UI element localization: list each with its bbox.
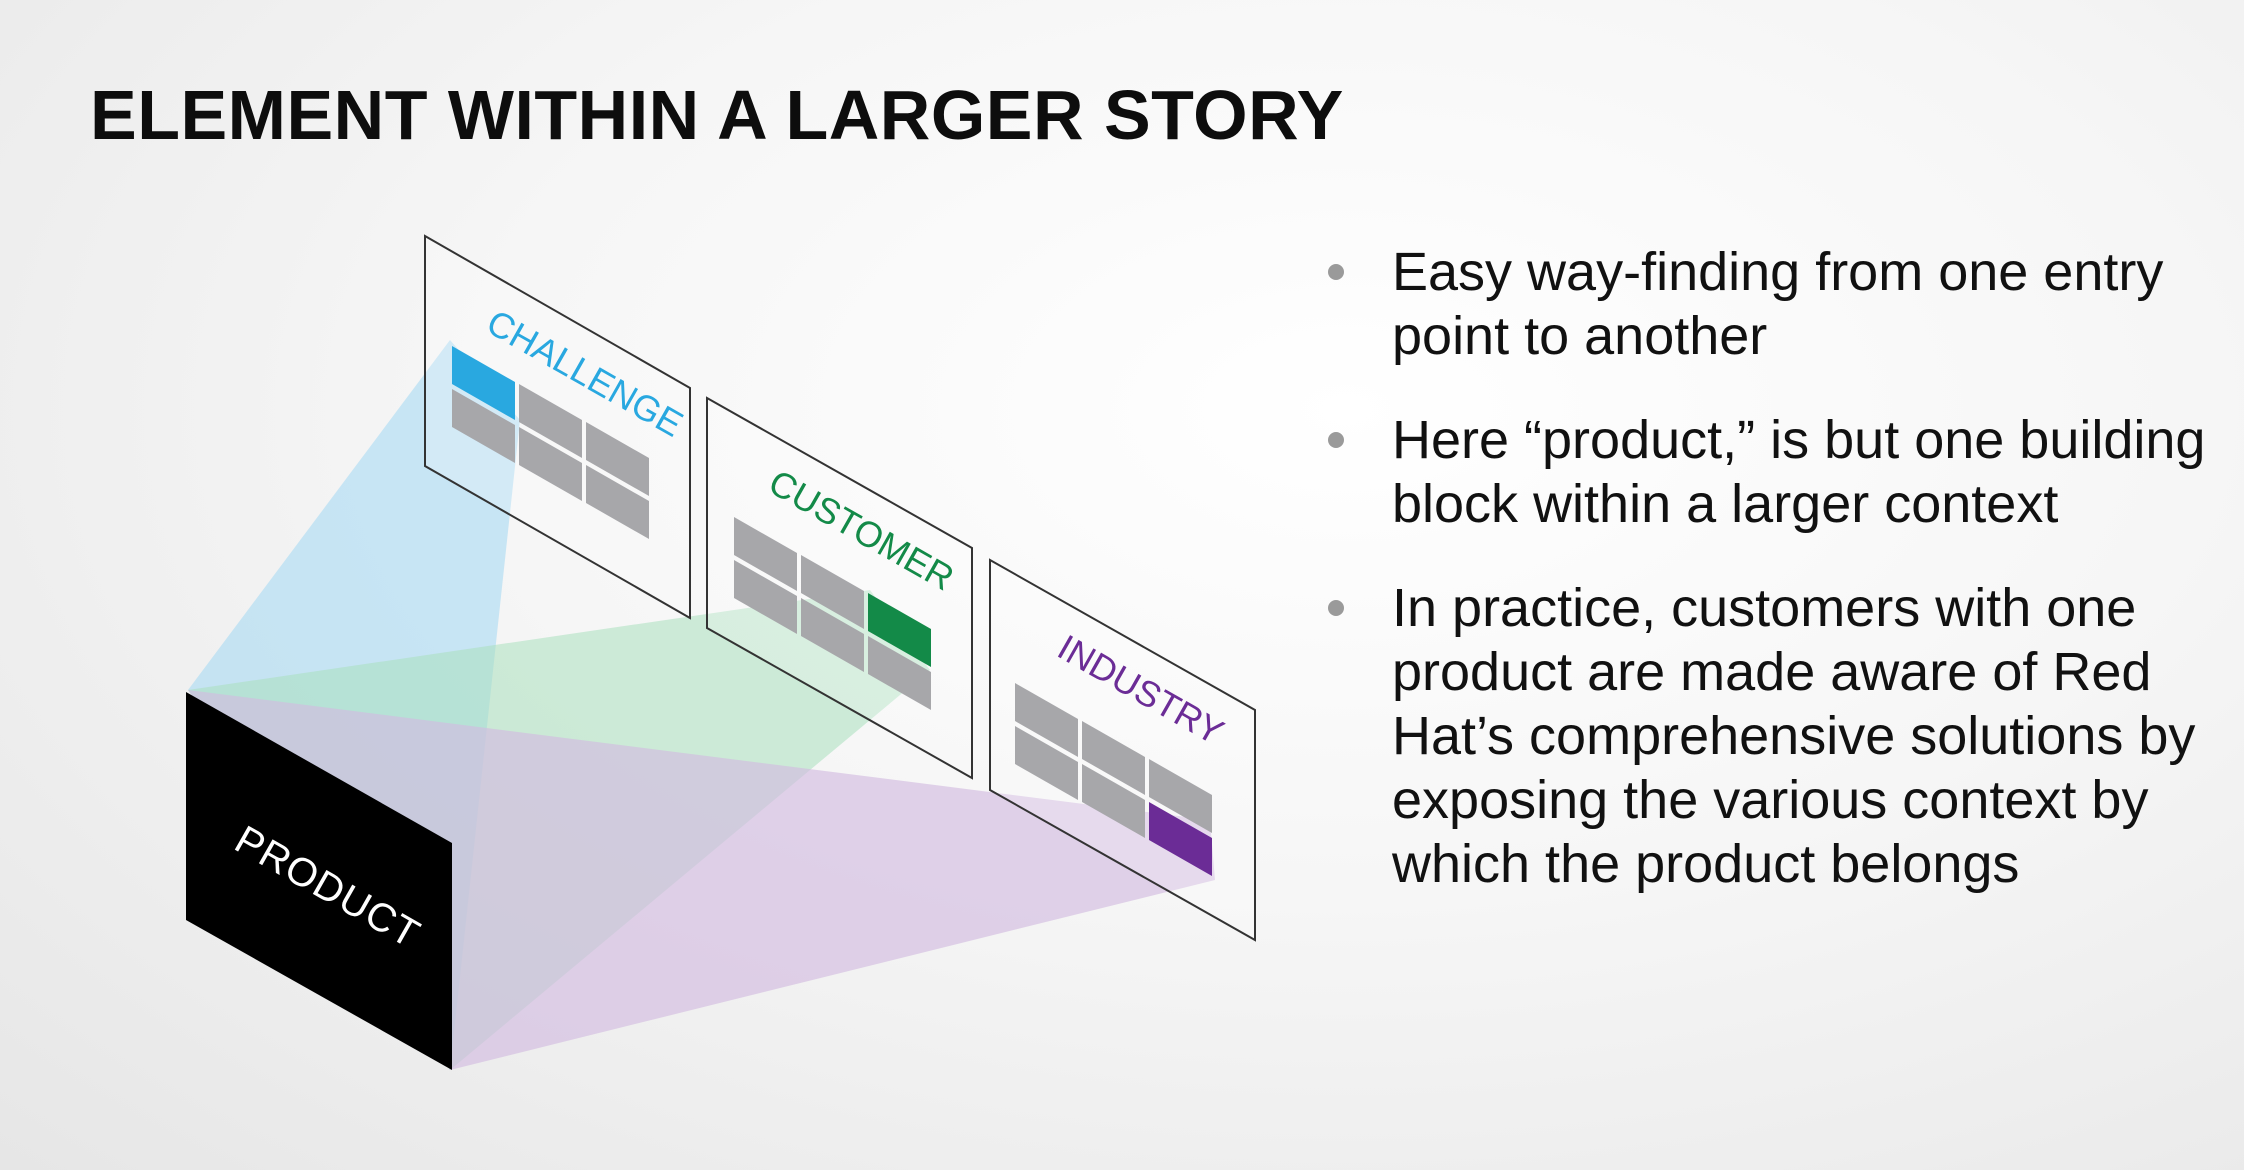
cell: [519, 384, 582, 458]
cell: [868, 636, 931, 710]
cell: [519, 427, 582, 501]
cell: [1015, 726, 1078, 800]
bullet-text: Here “product,” is but one building bloc…: [1392, 410, 2206, 534]
cell: [1015, 683, 1078, 757]
cell: [452, 346, 515, 420]
bullet-item: Easy way-finding from one entry point to…: [1318, 240, 2218, 368]
cell: [801, 555, 864, 629]
cell: [586, 422, 649, 496]
cell: [868, 593, 931, 667]
cell: [1149, 802, 1212, 876]
bullet-item: In practice, customers with one product …: [1318, 576, 2218, 896]
bullet-dot-icon: [1328, 600, 1344, 616]
cell: [734, 560, 797, 634]
bullet-text: Easy way-finding from one entry point to…: [1392, 242, 2164, 366]
product-box: [186, 692, 452, 1070]
bullet-dot-icon: [1328, 432, 1344, 448]
bullet-dot-icon: [1328, 264, 1344, 280]
bullet-list: Easy way-finding from one entry point to…: [1318, 240, 2218, 936]
cell: [586, 465, 649, 539]
slide-title: ELEMENT WITHIN A LARGER STORY: [90, 76, 1344, 154]
cell: [452, 389, 515, 463]
cell: [1082, 764, 1145, 838]
cell: [734, 517, 797, 591]
bullet-item: Here “product,” is but one building bloc…: [1318, 408, 2218, 536]
cell: [801, 598, 864, 672]
cell: [1082, 721, 1145, 795]
cell: [1149, 759, 1212, 833]
bullet-text: In practice, customers with one product …: [1392, 578, 2196, 894]
